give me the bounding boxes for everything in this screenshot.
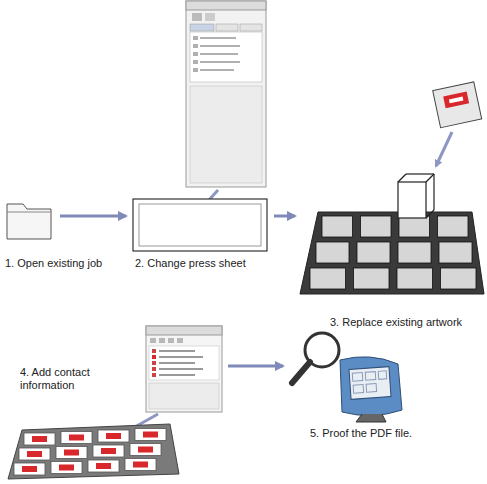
file-window — [126, 326, 222, 432]
proof-computer — [292, 333, 402, 422]
press-sheet — [133, 199, 267, 251]
flow-arrow — [274, 215, 295, 218]
palette-window — [186, 1, 266, 210]
step-caption: 3. Replace existing artwork — [330, 316, 462, 329]
step-caption: 2. Change press sheet — [135, 257, 246, 270]
step-box: 4. Add contact information — [146, 326, 223, 414]
flow-arrow — [60, 215, 126, 218]
folder-icon — [7, 204, 51, 239]
flow-arrow — [228, 365, 283, 368]
step-box: 5. Proof the PDF file. — [288, 332, 404, 424]
step-box: 1. Open existing job — [5, 200, 55, 242]
imposition-plate — [300, 82, 484, 294]
step-caption: 5. Proof the PDF file. — [310, 427, 412, 440]
step-caption: 1. Open existing job — [5, 257, 102, 270]
printed-sheet — [8, 424, 179, 479]
step-box: 2. Change press sheet — [131, 197, 269, 253]
step-caption: 4. Add contact information — [20, 366, 116, 392]
step-box: 3. Replace existing artwork — [300, 200, 484, 296]
